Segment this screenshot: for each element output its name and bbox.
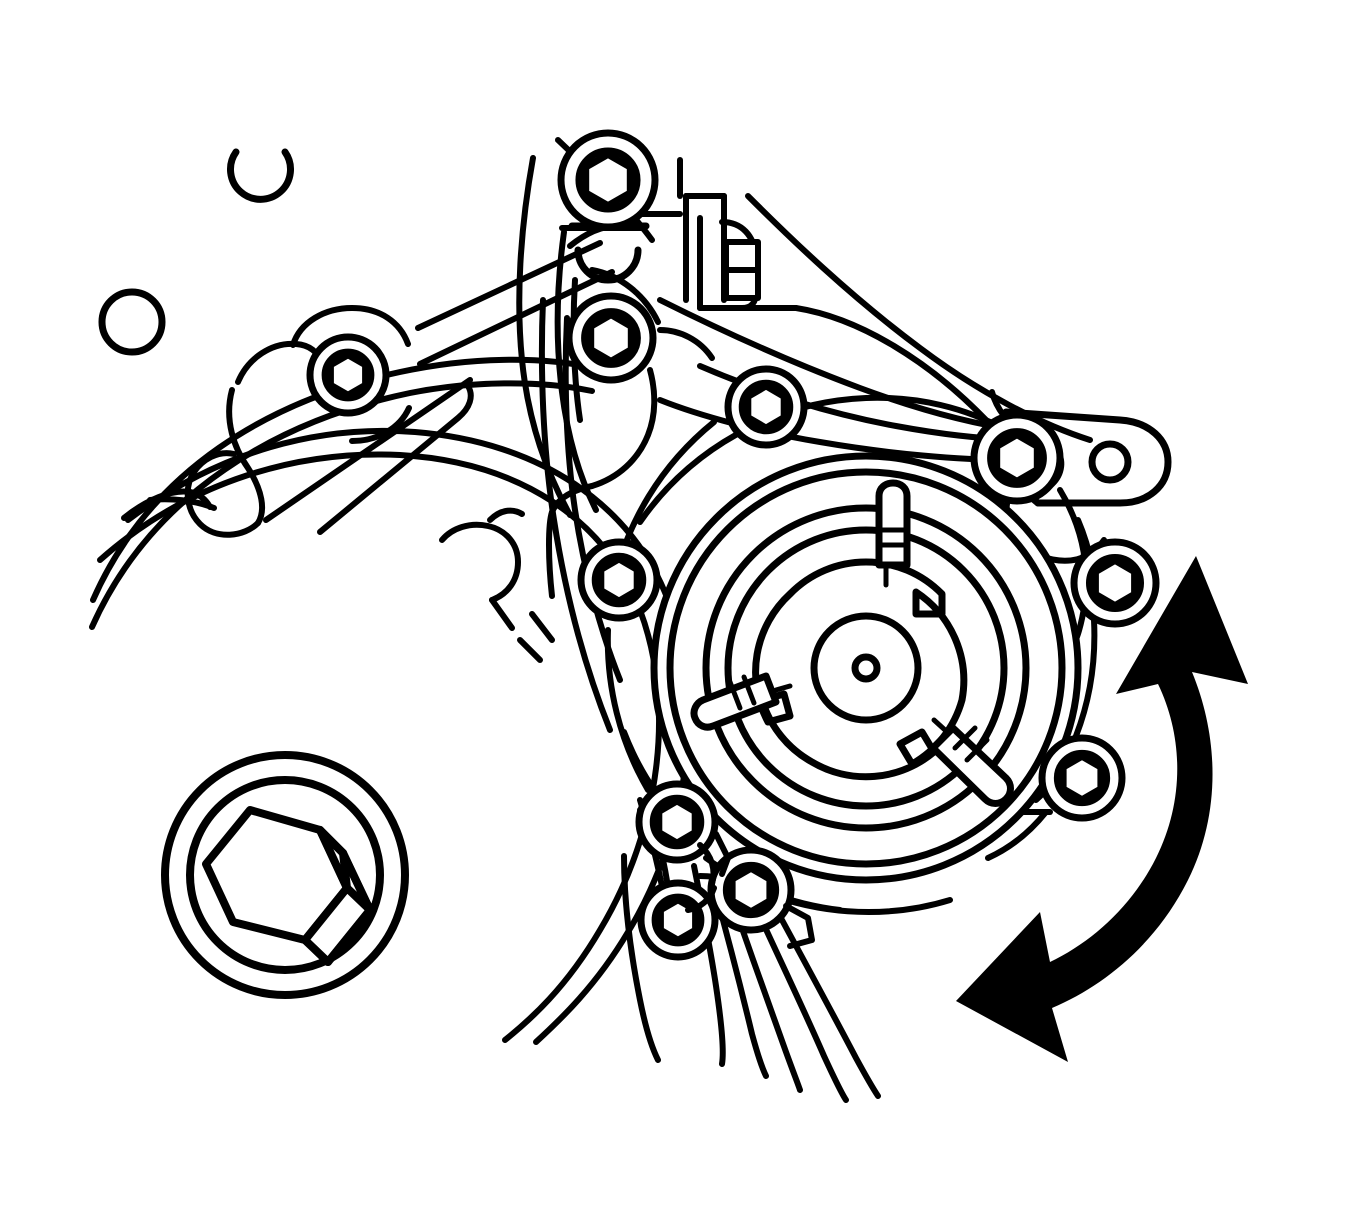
bolt-right-mid <box>1070 538 1160 628</box>
bolt-lower-left-b <box>637 879 719 961</box>
upper-left-bracket <box>121 240 615 538</box>
pulley-center-bore <box>851 653 881 683</box>
hole-left-small <box>98 288 166 356</box>
bolt-lower-center <box>707 846 795 934</box>
detail-lines <box>147 496 555 663</box>
bolt-pulley-upper <box>724 365 808 449</box>
bracket-slot-lower <box>723 267 761 301</box>
pulley-pin-top <box>875 479 911 588</box>
mounting-ear-hole <box>1088 440 1132 484</box>
pulley-notched-plate <box>752 558 968 781</box>
bolt-right-upper <box>970 411 1064 505</box>
bolt-mid-left-column <box>565 292 657 384</box>
crank-bolt <box>161 751 409 999</box>
bracket-slot-upper <box>723 239 761 273</box>
bolt-right-lower <box>1038 734 1126 822</box>
hole-under-top-bolt <box>574 246 642 284</box>
pulley-rim-ring <box>702 504 1030 832</box>
bolt-top-center <box>557 129 659 231</box>
bolt-lower-left-a <box>635 780 719 864</box>
pulley-pin-lower-left <box>690 672 793 731</box>
pulley-assembly <box>650 452 1082 884</box>
rotation-arrow <box>956 556 1248 1062</box>
bolt-left-of-pulley <box>577 538 661 622</box>
pulley-groove-ring <box>724 526 1008 810</box>
hex-bolts <box>306 129 1160 961</box>
bolt-upper-left-boss <box>306 333 390 417</box>
plain-holes <box>98 148 294 356</box>
crank-bolt-inner-washer <box>186 776 384 974</box>
hole-upper-left-partial <box>227 148 294 203</box>
pulley-outer-body-ring <box>666 468 1066 868</box>
pulley-pin-lower-right <box>929 717 1014 807</box>
